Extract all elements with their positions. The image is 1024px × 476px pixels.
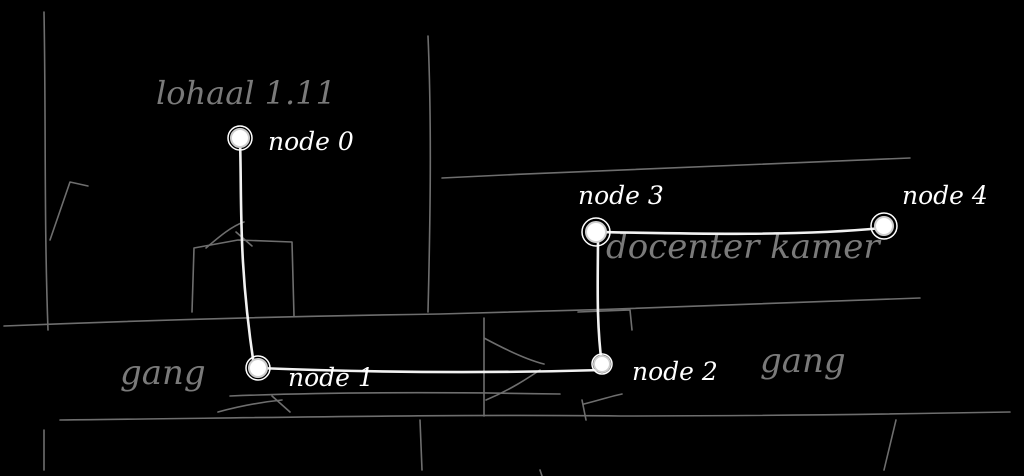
- node-0-label: node 0: [268, 127, 354, 156]
- edge-node0-node1: [238, 138, 256, 368]
- corridor-top-wall: [3, 297, 921, 327]
- node-0-dot: [230, 128, 250, 148]
- node-3-ring: [581, 217, 611, 247]
- node-2-ring: [591, 353, 613, 375]
- door-bracket-left: [191, 239, 295, 317]
- node-2-label: node 2: [632, 357, 718, 386]
- bottom-ticks: [43, 419, 543, 476]
- node-3: node 3: [578, 181, 664, 247]
- node-4-ring: [870, 212, 898, 240]
- node-4-dot: [874, 216, 894, 236]
- node-4-label: node 4: [902, 181, 988, 210]
- corridor-label-left: gang: [120, 353, 206, 393]
- node-0: node 0: [227, 125, 354, 156]
- right-room-top-wall: [441, 157, 911, 179]
- corridor-floor-line: [229, 391, 561, 397]
- corridor-bottom-wall: [59, 411, 1011, 421]
- node-1-label: node 1: [288, 363, 374, 392]
- node-4: node 4: [870, 181, 988, 240]
- edge-node3-node4: [596, 226, 884, 236]
- node-2-dot: [593, 355, 611, 373]
- edge-node2-node3: [596, 232, 604, 368]
- node-3-dot: [585, 221, 607, 243]
- room-label: lohaal 1.11: [156, 74, 336, 112]
- door-bracket-right: [577, 309, 633, 421]
- floorplan-sketch: lohaal 1.11 docenter kamer gang gang: [3, 11, 1011, 476]
- node-1: node 1: [245, 355, 374, 392]
- door-swing-bottom-left: [217, 395, 291, 413]
- corridor-label-right: gang: [760, 341, 846, 381]
- left-room-door-mark: [49, 181, 89, 241]
- node-1-ring: [245, 355, 271, 381]
- edges: [238, 138, 884, 374]
- right-edge-mark: [883, 419, 897, 471]
- node-3-label: node 3: [578, 181, 664, 210]
- left-room-left-wall: [43, 11, 49, 331]
- left-room-right-wall: [427, 35, 432, 313]
- node-2: node 2: [591, 353, 718, 386]
- node-0-ring: [227, 125, 253, 151]
- edge-node1-node2: [256, 366, 604, 374]
- door-bracket-middle: [483, 317, 545, 417]
- node-1-dot: [248, 358, 268, 378]
